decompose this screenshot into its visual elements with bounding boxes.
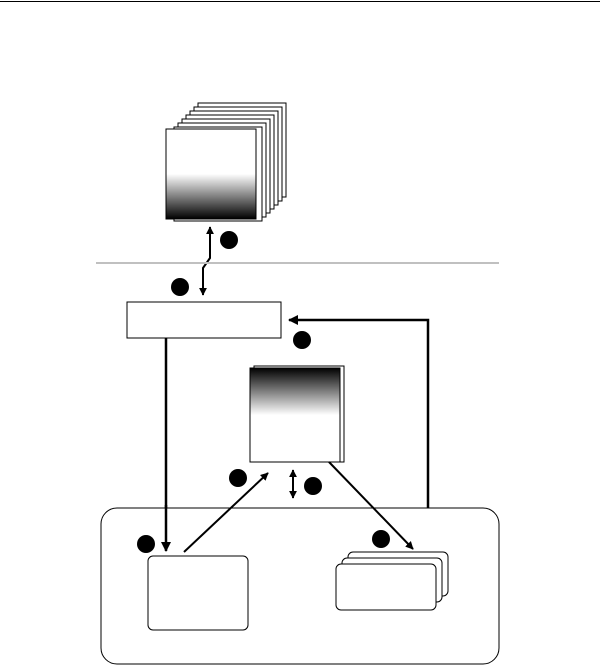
return-arrow (288, 315, 430, 550)
step-marker (137, 535, 155, 553)
step-marker (304, 477, 322, 495)
step-marker (293, 331, 311, 349)
network-link-arrow (199, 226, 214, 296)
component-stack-right (335, 551, 449, 611)
step-marker (372, 530, 390, 548)
document-stack-top (165, 102, 287, 222)
step-marker (220, 231, 238, 249)
document-middle (249, 365, 345, 463)
diagonal-arrow-down (328, 461, 414, 550)
step-marker (171, 278, 189, 296)
step-marker (229, 469, 247, 487)
component-box-left (147, 555, 249, 631)
process-box (126, 301, 282, 339)
diagonal-arrow-up (183, 472, 269, 553)
